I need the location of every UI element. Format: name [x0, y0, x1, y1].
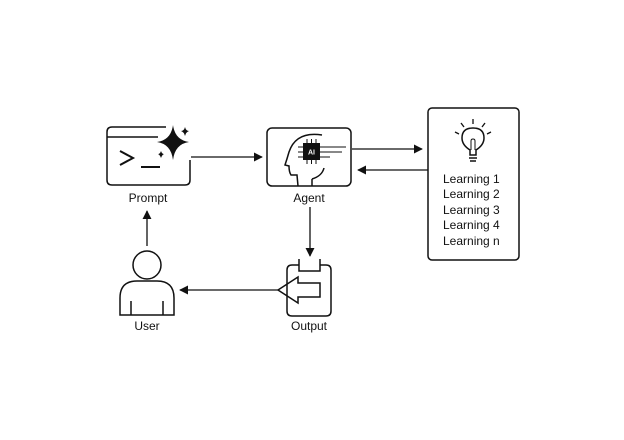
ai-chip-text: AI — [308, 150, 315, 157]
learnings-node: Learning 1 Learning 2 Learning 3 Learnin… — [427, 107, 520, 261]
learnings-box — [427, 107, 520, 261]
learning-item-3: Learning 3 — [443, 203, 500, 217]
user-label: User — [134, 319, 159, 333]
agent-box — [266, 127, 352, 187]
prompt-node: Prompt — [106, 125, 191, 205]
ai-head-icon: AI — [284, 133, 346, 187]
learning-item-2: Learning 2 — [443, 187, 500, 201]
terminal-sparkle-icon — [106, 125, 191, 186]
user-icon — [119, 250, 175, 316]
agent-node: AI Agent — [266, 127, 352, 205]
lightbulb-icon — [454, 119, 492, 162]
output-arrow-icon — [276, 259, 332, 317]
agent-label: Agent — [293, 191, 325, 205]
learning-item-n: Learning n — [443, 234, 500, 248]
connectors — [142, 144, 428, 295]
output-node: Output — [276, 259, 332, 333]
learning-item-4: Learning 4 — [443, 218, 500, 232]
learning-item-1: Learning 1 — [443, 172, 500, 186]
user-node: User — [119, 250, 175, 333]
output-label: Output — [291, 319, 328, 333]
prompt-label: Prompt — [129, 191, 168, 205]
